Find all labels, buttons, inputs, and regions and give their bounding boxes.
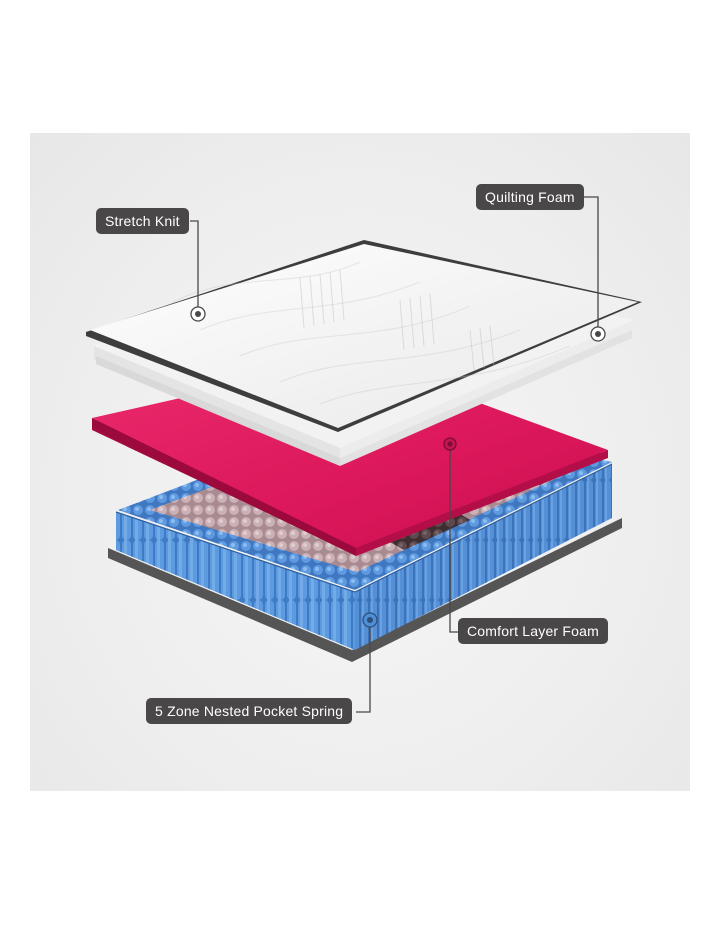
label-comfort-layer-foam: Comfort Layer Foam bbox=[458, 618, 608, 644]
top-panel-layer bbox=[86, 240, 642, 466]
label-stretch-knit: Stretch Knit bbox=[96, 208, 189, 234]
callout-lines bbox=[190, 196, 599, 713]
label-quilting-foam: Quilting Foam bbox=[476, 184, 584, 210]
callout-dots bbox=[190, 306, 606, 628]
label-pocket-spring: 5 Zone Nested Pocket Spring bbox=[146, 698, 353, 724]
